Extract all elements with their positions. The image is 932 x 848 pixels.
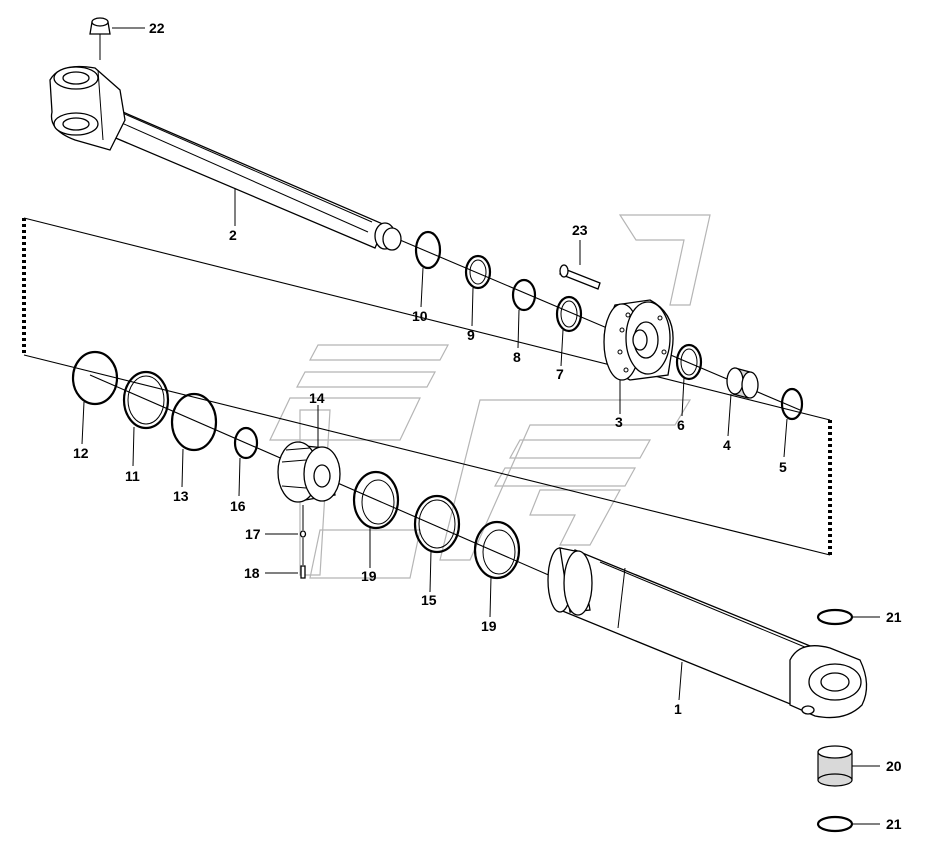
callout-6: 6 [677, 417, 685, 433]
callout-1: 1 [674, 701, 682, 717]
callout-18: 18 [244, 565, 260, 581]
callout-5: 5 [779, 459, 787, 475]
callout-21-top: 21 [886, 609, 902, 625]
callout-19-left: 19 [361, 568, 377, 584]
pin-18 [300, 565, 306, 579]
callout-14: 14 [309, 390, 325, 406]
bushing-20 [817, 745, 853, 787]
callout-2: 2 [229, 227, 237, 243]
callout-23: 23 [572, 222, 588, 238]
retaining-ring-5 [780, 387, 804, 421]
callout-labels: 22 2 23 10 9 8 7 3 6 4 5 12 11 13 16 14 … [73, 20, 902, 832]
callout-11: 11 [125, 468, 140, 484]
callout-20: 20 [886, 758, 902, 774]
ball-17 [299, 530, 307, 538]
piston-14 [277, 441, 341, 503]
seal-ring-9 [464, 254, 492, 290]
ring-16 [233, 426, 259, 460]
bushing-4 [726, 367, 759, 399]
callout-16: 16 [230, 498, 246, 514]
cylinder-tube [547, 547, 868, 719]
wiper-ring-8 [511, 278, 537, 312]
leader-lines [81, 27, 880, 825]
o-ring-12 [71, 350, 119, 406]
cylinder-head [603, 299, 674, 381]
retaining-ring-10 [414, 230, 442, 270]
callout-15: 15 [421, 592, 437, 608]
callout-3: 3 [615, 414, 623, 430]
callout-12: 12 [73, 445, 89, 461]
watermark-logo [269, 214, 711, 579]
callout-9: 9 [467, 327, 475, 343]
callout-13: 13 [173, 488, 189, 504]
callout-21-bottom: 21 [886, 816, 902, 832]
callout-7: 7 [556, 366, 564, 382]
guide-ring-19-left [352, 470, 400, 530]
o-ring-13 [170, 392, 218, 452]
callout-22: 22 [149, 20, 165, 36]
guide-ring-19-right [473, 520, 521, 580]
grease-nipple [89, 17, 111, 60]
seal-ring-21-bottom [816, 815, 854, 833]
seal-ring-21-top [816, 608, 854, 626]
piston-seal-15 [413, 494, 461, 554]
callout-19-right: 19 [481, 618, 497, 634]
callout-4: 4 [723, 437, 731, 453]
bolt-23 [559, 264, 601, 290]
backup-ring-11 [122, 370, 170, 430]
piston-rod [49, 65, 402, 251]
seal-ring-6 [675, 343, 703, 381]
callout-17: 17 [245, 526, 261, 542]
callout-8: 8 [513, 349, 521, 365]
tube-envelope-lines [22, 217, 832, 556]
seal-ring-7 [555, 295, 583, 333]
callout-10: 10 [412, 308, 428, 324]
